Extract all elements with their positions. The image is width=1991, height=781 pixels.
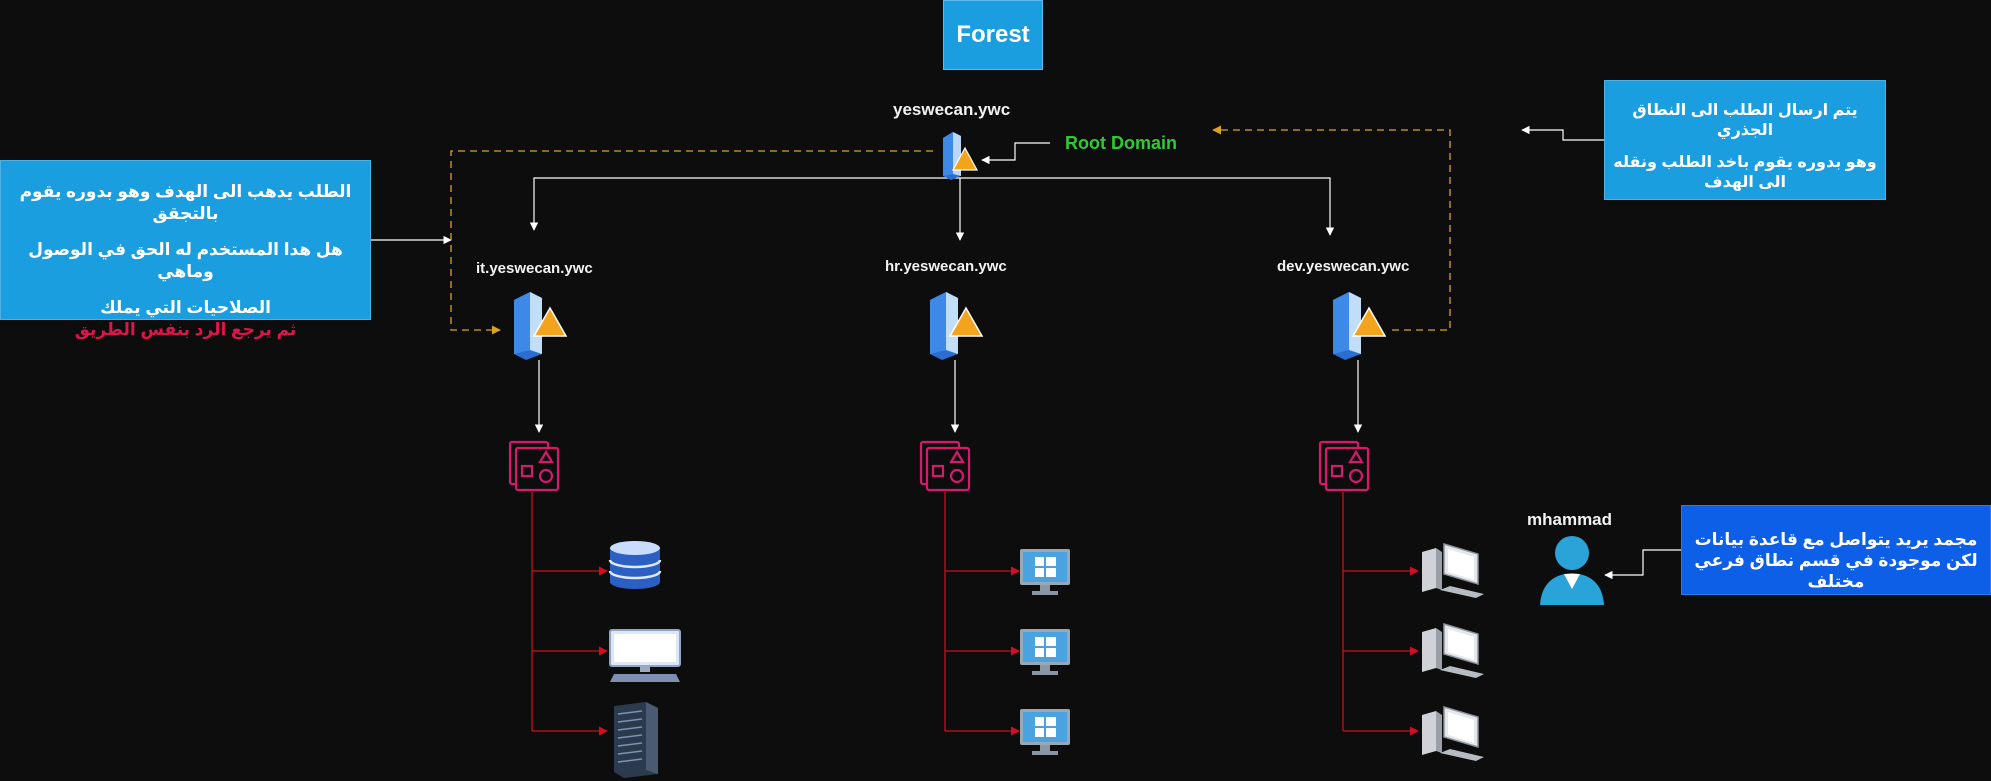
dev-ou-icon <box>1318 440 1370 492</box>
windows-monitor-icon <box>1020 629 1070 675</box>
note-left-line2: هل هدا المستخدم له الحق في الوصول وماهي <box>28 240 343 281</box>
server-rack-icon <box>614 702 658 778</box>
child-domain-name-dev: dev.yeswecan.ywc <box>1277 258 1410 275</box>
root-domain-name: yeswecan.ywc <box>893 100 1011 119</box>
resource-lines <box>531 492 1419 736</box>
user-name: mhammad <box>1527 510 1613 529</box>
child-domain-name-hr: hr.yeswecan.ywc <box>885 258 1007 275</box>
note-arrows <box>371 125 1681 580</box>
database-icon <box>608 541 662 589</box>
note-box-right: يتم ارسال الطلب الى النطاق الجذري وهو بد… <box>1604 80 1886 200</box>
dev-server-icon <box>1333 292 1387 360</box>
note-left-line1: الطلب يدهب الى الهدف وهو بدوره يقوم بالت… <box>19 182 352 223</box>
server-to-ou-lines <box>534 360 1363 433</box>
note-user-line1: مجمد يريد يتواصل مع قاعدة بيانات <box>1694 530 1978 549</box>
note-left-line3: الصلاحيات التي يملك <box>100 298 271 317</box>
note-box-left: الطلب يدهب الى الهدف وهو بدوره يقوم بالت… <box>0 160 371 339</box>
note-box-user: مجمد يريد يتواصل مع قاعدة بيانات لكن موج… <box>1681 505 1991 595</box>
root-server-icon <box>943 132 979 180</box>
forest-label: Forest <box>956 21 1030 48</box>
it-ou-icon <box>508 440 560 492</box>
windows-monitor-icon <box>1020 709 1070 755</box>
note-right-line3: الى الهدف <box>1703 174 1786 191</box>
note-right-line1: يتم ارسال الطلب الى النطاق الجذري <box>1632 102 1858 139</box>
workstation-pc-icon <box>1422 705 1484 761</box>
workstation-pc-icon <box>1422 622 1484 678</box>
it-server-icon <box>514 292 568 360</box>
root-domain-tag: Root Domain <box>1065 133 1177 153</box>
note-right-line2: وهو بدوره يقوم باخد الطلب ونقله <box>1613 154 1877 171</box>
forest-box: Forest <box>943 0 1043 70</box>
root-branch-lines <box>529 142 1335 241</box>
monitor-keyboard-icon <box>609 629 681 682</box>
request-path-dashed <box>450 125 1451 335</box>
windows-monitor-icon <box>1020 549 1070 595</box>
workstation-pc-icon <box>1422 542 1484 598</box>
hr-ou-icon <box>919 440 971 492</box>
note-user-line2: لكن موجودة في قسم نطاق فرعي مختلف <box>1694 551 1978 591</box>
child-domain-name-it: it.yeswecan.ywc <box>476 260 593 277</box>
hr-server-icon <box>930 292 984 360</box>
user-avatar-icon <box>1540 536 1604 605</box>
note-left-line4: ثم يرجع الرد بنفس الطريق <box>74 320 297 339</box>
